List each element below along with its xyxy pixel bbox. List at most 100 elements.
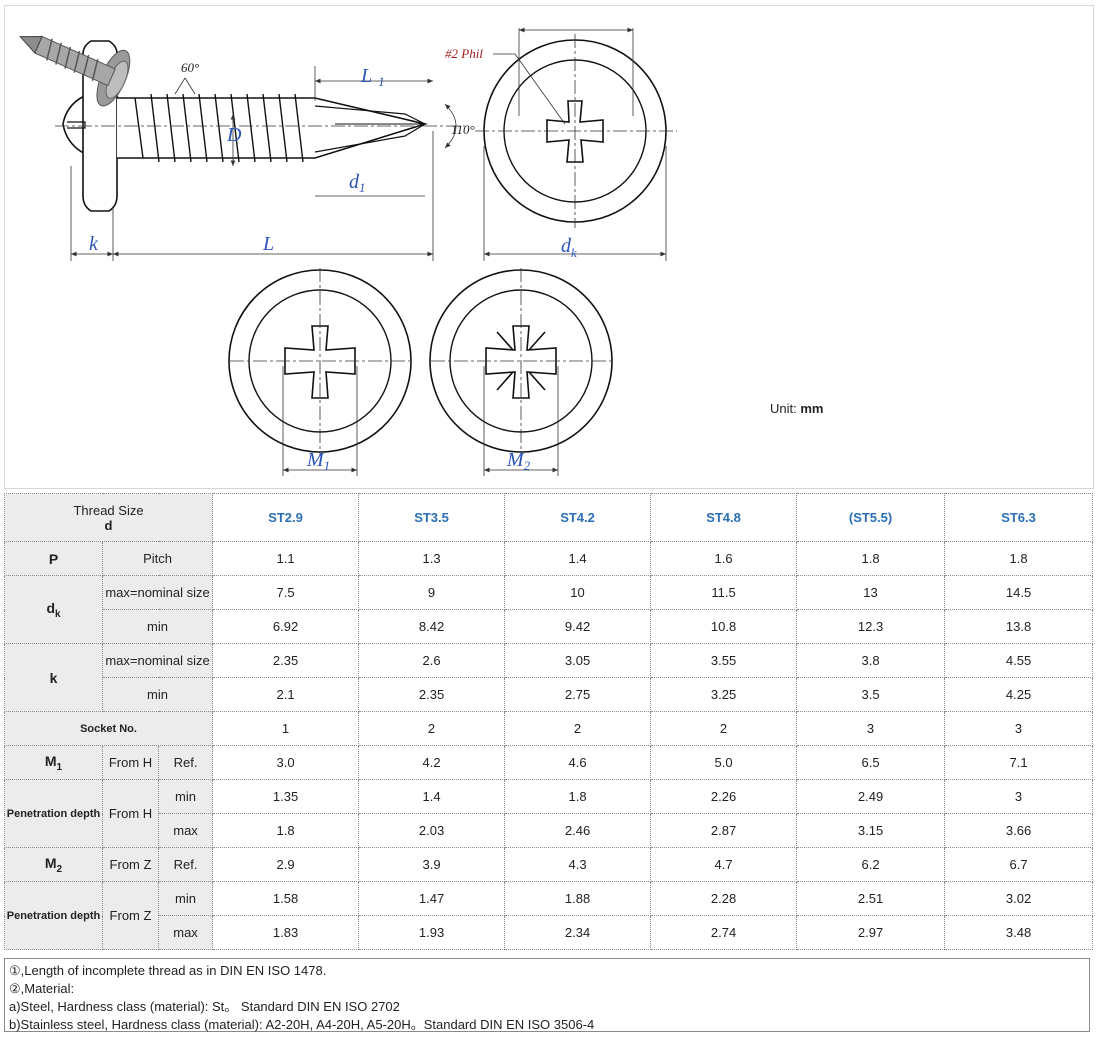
table-cell: 14.5 [944,575,1094,610]
table-cell: 2.46 [504,813,652,848]
row-sublabel: max [157,915,214,950]
note-line: ②,Material: [9,981,75,996]
table-cell: 3.5 [796,677,946,712]
table-cell: 3.15 [796,813,946,848]
table-cell: 6.2 [796,847,946,882]
row-label: Penetration depth [4,779,103,848]
row-label: M2 [4,847,103,882]
row-sublabel: min [101,677,214,712]
table-cell: 9.42 [504,609,652,644]
table-cell: 2.97 [796,915,946,950]
table-cell: 2 [358,711,506,746]
table-cell: 10.8 [650,609,798,644]
size-col: ST2.9 [212,493,360,542]
table-cell: 10 [504,575,652,610]
table-cell: 2.49 [796,779,946,814]
phil-label: #2 Phil [445,46,483,61]
table-cell: 1.47 [358,881,506,916]
table-cell: 6.92 [212,609,360,644]
note-line: b)Stainless steel, Hardness class (mater… [9,1017,595,1032]
row-sublabel: Ref. [157,745,214,780]
table-cell: 1.88 [504,881,652,916]
screw-side-view [62,40,429,212]
note-line: a)Steel, Hardness class (material): St。 … [9,999,400,1014]
table-cell: 8.42 [358,609,506,644]
dk-label: dk [561,235,577,260]
row-sublabel: max [157,813,214,848]
table-cell: 2.9 [212,847,360,882]
row-label: M1 [4,745,103,780]
row-label: Socket No. [3,711,214,746]
table-cell: 3.9 [358,847,506,882]
table-cell: 1 [212,711,360,746]
table-cell: 1.8 [504,779,652,814]
table-cell: 5.0 [650,745,798,780]
M1-label: M1 [306,449,330,473]
table-cell: 12.3 [796,609,946,644]
table-cell: 2.35 [212,643,360,678]
table-cell: 3.05 [504,643,652,678]
phillips-top-view [475,34,677,228]
table-cell: 2.35 [358,677,506,712]
table-cell: 3.55 [650,643,798,678]
table-cell: 4.25 [944,677,1094,712]
d1-label: d1 [349,171,366,195]
table-cell: 13 [796,575,946,610]
table-cell: 2.34 [504,915,652,950]
table-cell: 1.6 [650,541,798,576]
table-cell: 7.1 [944,745,1094,780]
row-sublabel: Ref. [157,847,214,882]
table-cell: 1.4 [504,541,652,576]
footnotes: ①,Length of incomplete thread as in DIN … [4,958,1090,1032]
recess-view-h [228,268,412,456]
row-sublabel: min [101,609,214,644]
table-cell: 1.8 [796,541,946,576]
recess-view-z [429,268,613,456]
table-cell: 4.7 [650,847,798,882]
table-cell: 9 [358,575,506,610]
row-sublabel: Pitch [101,541,214,576]
row-label: dk [4,575,103,644]
table-cell: 4.55 [944,643,1094,678]
table-cell: 3.02 [944,881,1094,916]
table-cell: 3.25 [650,677,798,712]
size-col: ST4.8 [650,493,798,542]
row-sublabel: min [157,779,214,814]
row-label: Penetration depth [4,881,103,950]
table-cell: 1.3 [358,541,506,576]
table-cell: 6.7 [944,847,1094,882]
table-cell: 3 [944,711,1094,746]
row-label: P [4,541,103,576]
table-cell: 1.35 [212,779,360,814]
table-cell: 1.93 [358,915,506,950]
row-sublabel: max=nominal size [101,575,214,610]
table-cell: 2.03 [358,813,506,848]
table-cell: 3 [944,779,1094,814]
table-cell: 3.48 [944,915,1094,950]
side-dimensions [70,66,457,261]
table-cell: 1.83 [212,915,360,950]
table-cell: 2.74 [650,915,798,950]
angle-60-label: 60° [181,60,199,75]
screw-photo [19,35,131,107]
size-col: ST4.2 [504,493,652,542]
row-sublabel: min [157,881,214,916]
D-label: D [226,124,242,146]
table-cell: 2 [650,711,798,746]
row-sublabel: From Z [102,881,159,950]
table-cell: 2.51 [796,881,946,916]
row-label: k [4,643,103,712]
table-cell: 11.5 [650,575,798,610]
